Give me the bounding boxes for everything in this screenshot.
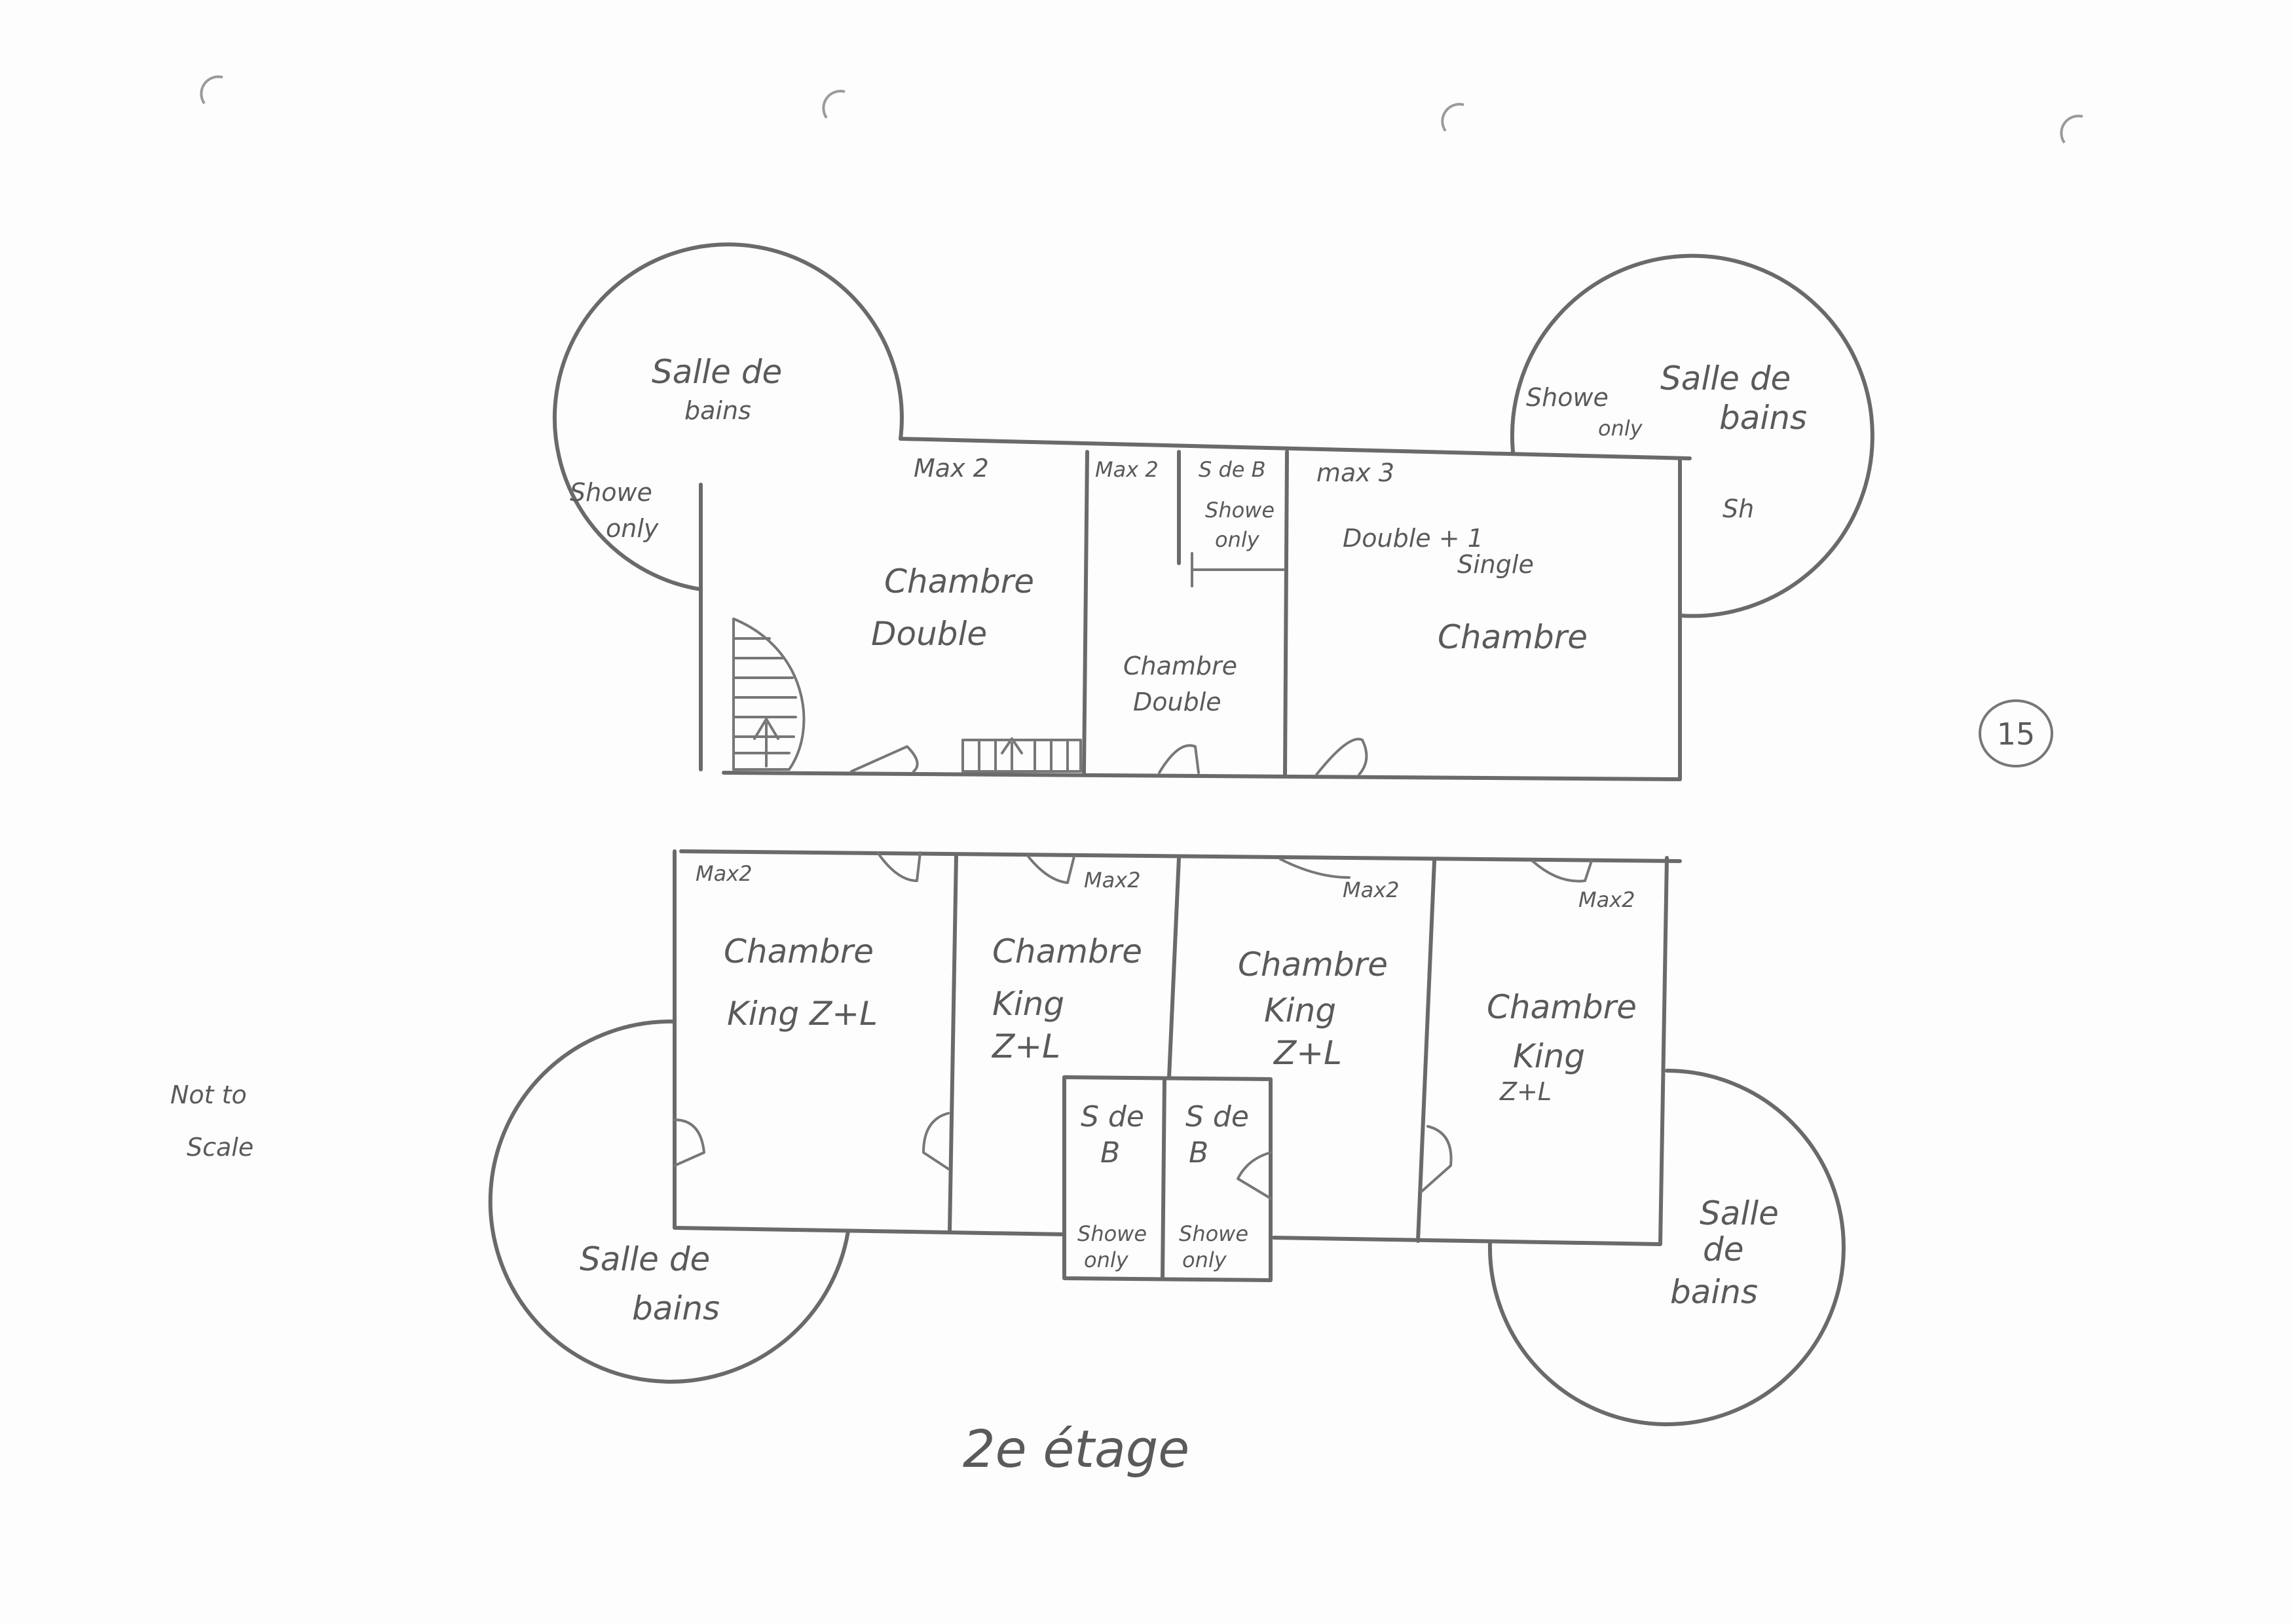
punch-hole-mark [200,75,223,105]
small-bath-1-note-2: only [1084,1247,1129,1272]
small-bath-2-label: S de [1185,1100,1249,1134]
room-bottom-1-capacity: Max2 [696,861,753,886]
small-bath-2-note-2: only [1182,1247,1227,1272]
small-bath-2-note-1: Showe [1179,1221,1248,1246]
punch-hole-mark [1441,103,1464,132]
tower-top-right-abbr: Sh [1723,494,1754,523]
tower-top-left-note-2: only [606,514,659,543]
room-top-middle-bath-note-2: only [1215,527,1260,552]
room-top-left-capacity: Max 2 [914,454,989,483]
tower-bottom-right-label-1: Salle [1700,1194,1779,1232]
punch-holes [200,75,2083,144]
room-top-left-bed: Double [871,615,987,653]
tower-top-left-label-2: bains [684,396,751,425]
tower-bottom-right-label-2: de [1703,1230,1744,1268]
small-bath-1-label-b: B [1100,1136,1120,1170]
punch-hole-mark [822,90,846,119]
room-bottom-2-capacity: Max2 [1084,868,1141,893]
tower-bottom-left-outline [488,1019,850,1384]
tower-top-left-label-1: Salle de [652,353,782,391]
floor-title: 2e étage [963,1420,1189,1479]
tower-bottom-right-outline [1487,1069,1846,1426]
staircase [732,618,1082,773]
room-top-right-type: Chambre [1438,618,1588,656]
tower-top-left-outline [552,242,904,591]
tower-top-right-note-2: only [1598,416,1643,441]
small-bath-1-label: S de [1081,1100,1144,1134]
room-top-middle-bath-note-1: Showe [1205,498,1275,523]
room-top-right-bed-2: Single [1457,550,1534,579]
small-bath-1-note-1: Showe [1077,1221,1147,1246]
tower-top-left-note-1: Showe [570,478,652,507]
page-number: 15 [1997,716,2036,752]
page-number-circle [1979,699,2053,767]
tower-bottom-right-label-3: bains [1670,1273,1758,1311]
room-bottom-3-names: Z+L [1273,1034,1342,1072]
room-bottom-4-bed: King [1513,1037,1585,1075]
room-bottom-2-type: Chambre [992,932,1142,970]
scale-note-2: Scale [187,1133,253,1162]
room-top-middle-bath-label: S de B [1199,457,1266,482]
room-bottom-2-names: Z+L [991,1027,1060,1065]
tower-top-right-note-1: Showe [1526,383,1609,412]
building-walls [673,437,1692,1282]
room-bottom-4-names: Z+L [1499,1077,1552,1106]
tower-top-right-outline [1510,253,1874,618]
scale-note-1: Not to [170,1080,247,1109]
room-top-middle-capacity: Max 2 [1095,457,1159,482]
room-bottom-3-capacity: Max2 [1343,877,1400,902]
room-top-left-type: Chambre [884,563,1034,600]
room-bottom-4-type: Chambre [1487,988,1637,1026]
room-bottom-4-capacity: Max2 [1578,887,1635,912]
tower-top-right-label-2: bains [1719,399,1807,437]
door-swings [673,737,1593,1200]
room-top-middle-bed: Double [1133,688,1221,716]
room-bottom-3-type: Chambre [1238,946,1388,984]
punch-hole-mark [2060,115,2083,144]
room-bottom-1-bed: King Z+L [727,995,878,1033]
tower-top-right-label-1: Salle de [1660,360,1791,397]
room-top-right-capacity: max 3 [1316,458,1394,487]
room-top-right-bed-1: Double + 1 [1343,524,1483,553]
small-bath-2-label-b: B [1189,1136,1208,1170]
tower-bottom-left-label-1: Salle de [580,1240,710,1278]
room-top-middle-type: Chambre [1123,652,1237,680]
room-bottom-3-bed: King [1264,991,1336,1029]
room-bottom-2-bed: King [992,985,1064,1023]
tower-bottom-left-label-2: bains [632,1289,720,1327]
room-bottom-1-type: Chambre [724,932,874,970]
